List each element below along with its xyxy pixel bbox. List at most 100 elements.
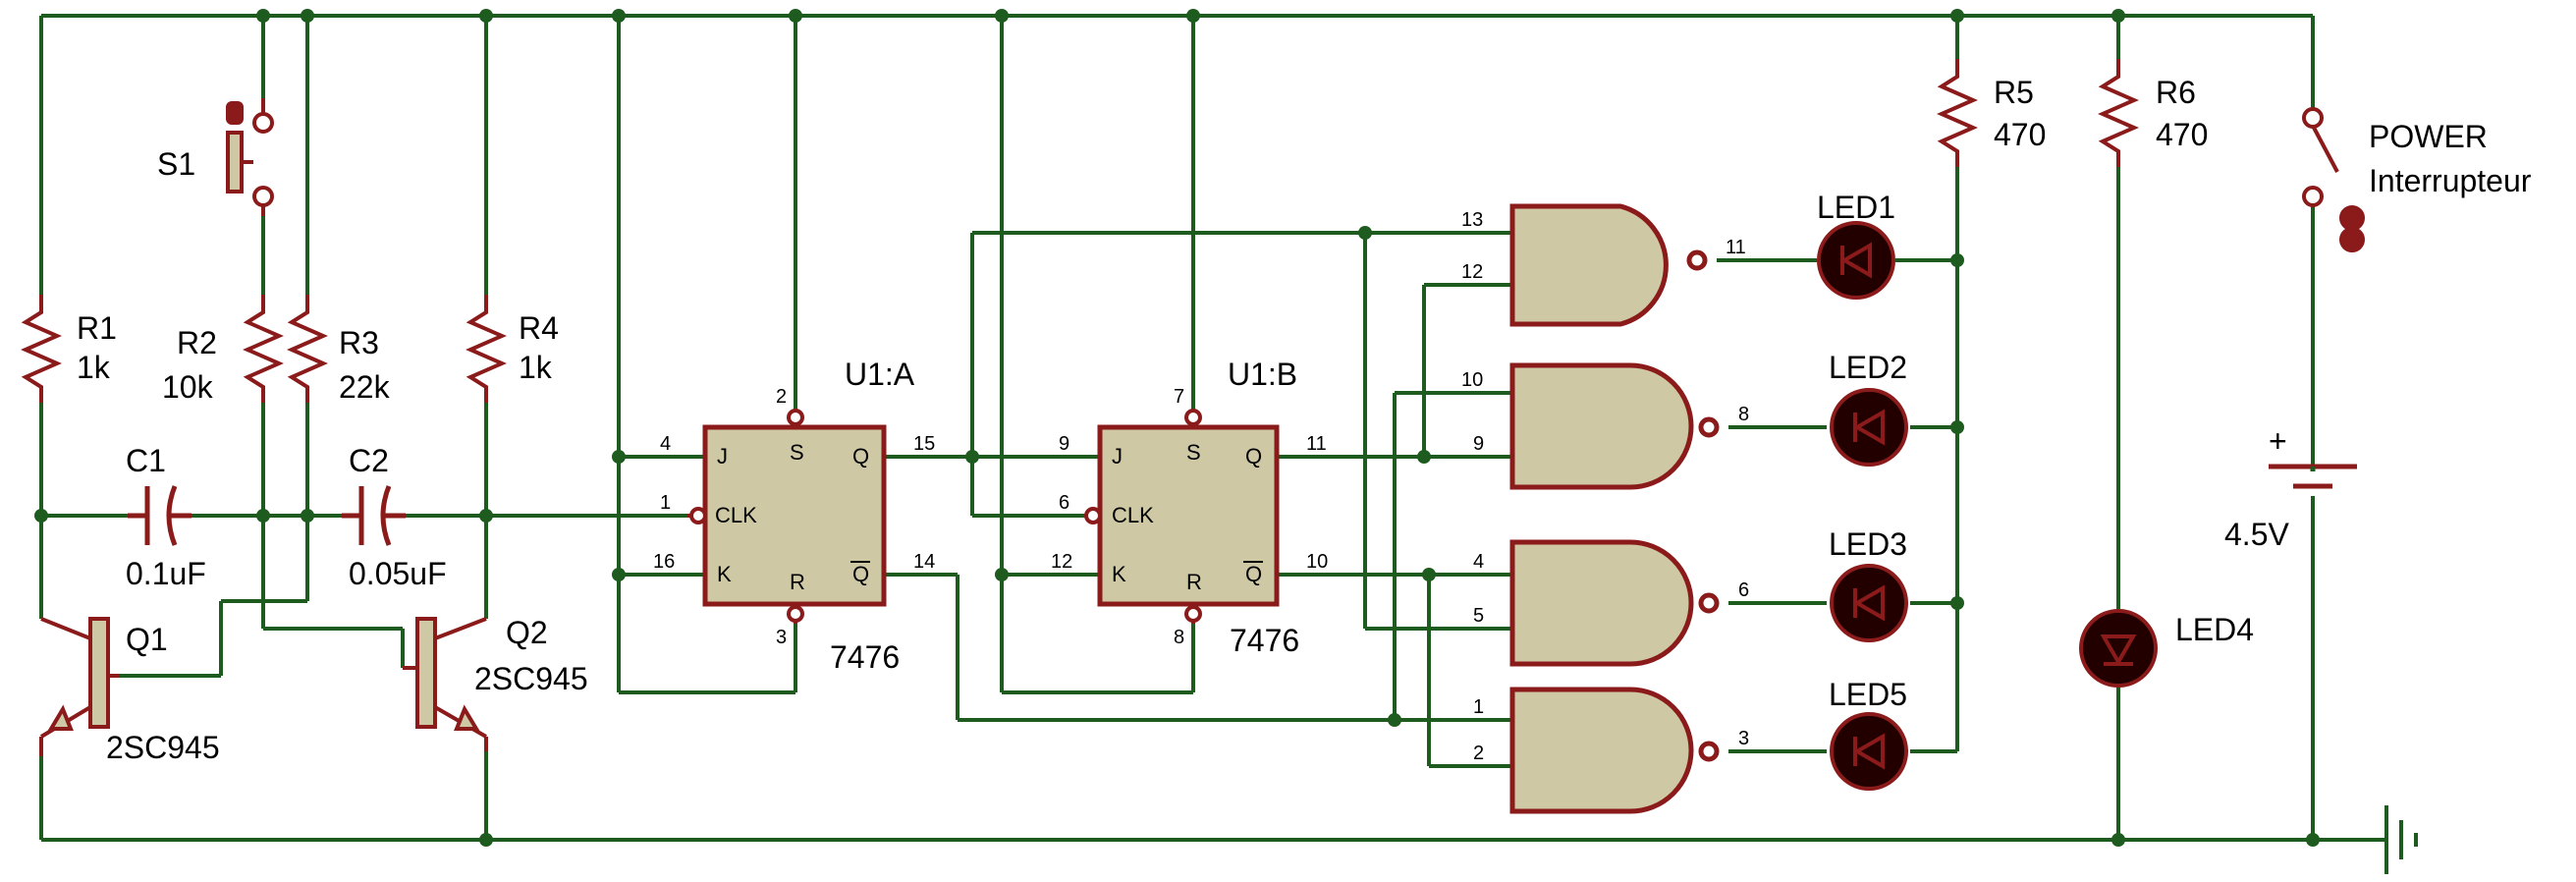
u1a-pin16: 16 xyxy=(653,551,675,573)
transistor-q1 xyxy=(39,617,120,756)
q2-value: 2SC945 xyxy=(474,661,588,696)
led1-label: LED1 xyxy=(1817,190,1895,225)
resistor-r1 xyxy=(21,295,62,403)
u1a-q: Q xyxy=(852,444,869,469)
led-4 xyxy=(2079,609,2158,688)
g2-pin10: 10 xyxy=(1461,369,1483,391)
gate-pin-labels: 13 12 11 10 9 8 4 5 6 1 2 3 xyxy=(1461,209,1749,764)
u1a-pin1: 1 xyxy=(660,492,671,514)
led2-label: LED2 xyxy=(1829,350,1907,385)
resistor-r2 xyxy=(243,295,284,403)
nand-gate-2 xyxy=(1509,362,1720,490)
led-2 xyxy=(1830,388,1908,467)
u1a-pin2: 2 xyxy=(776,386,787,408)
u1b-pin10: 10 xyxy=(1306,551,1328,573)
r3-label: R3 xyxy=(339,325,379,360)
u1b-pin12: 12 xyxy=(1051,551,1072,573)
nand-gate-1 xyxy=(1509,203,1708,327)
u1a-s: S xyxy=(790,440,804,465)
capacitors xyxy=(128,485,406,546)
led5-label: LED5 xyxy=(1829,677,1907,712)
power-switch xyxy=(2302,107,2365,252)
u1a-k: K xyxy=(717,562,732,586)
g3-pin5: 5 xyxy=(1473,605,1484,627)
u1a-value: 7476 xyxy=(830,639,900,675)
nand-gates xyxy=(1509,203,1720,814)
u1a-label: U1:A xyxy=(845,357,915,392)
resistor-r3 xyxy=(287,295,328,403)
u1a-pin4: 4 xyxy=(660,433,671,455)
u1b-pin6: 6 xyxy=(1059,492,1069,514)
u1a-pin15: 15 xyxy=(913,433,935,455)
q2-label: Q2 xyxy=(506,615,548,650)
nand-gate-4 xyxy=(1509,687,1720,814)
g2-pin9: 9 xyxy=(1473,433,1484,455)
g3-pin6: 6 xyxy=(1738,579,1749,601)
battery xyxy=(2269,464,2357,489)
u1a-qbar: Q xyxy=(852,562,869,586)
r5-value: 470 xyxy=(1994,117,2046,152)
u1b-pin11: 11 xyxy=(1306,433,1327,455)
c1-label: C1 xyxy=(126,443,166,478)
resistor-r6 xyxy=(2098,59,2139,167)
g4-pin2: 2 xyxy=(1473,743,1484,764)
u1a-pin14: 14 xyxy=(913,551,935,573)
u1b-q: Q xyxy=(1245,444,1262,469)
u1b-k: K xyxy=(1112,562,1126,586)
r2-value: 10k xyxy=(162,369,214,405)
leds xyxy=(1817,221,2158,791)
transistor-q2 xyxy=(403,617,488,751)
resistor-r5 xyxy=(1937,59,1978,167)
u1b-pin7: 7 xyxy=(1174,386,1184,408)
power-label: POWER xyxy=(2369,119,2488,154)
r1-label: R1 xyxy=(77,310,117,346)
led-3 xyxy=(1830,564,1908,642)
u1a-j: J xyxy=(717,444,728,469)
r4-value: 1k xyxy=(519,350,553,385)
led-5 xyxy=(1830,712,1908,791)
g2-pin8: 8 xyxy=(1738,404,1749,425)
capacitor-c2 xyxy=(342,485,406,546)
c2-value: 0.05uF xyxy=(349,556,447,591)
u1b-value: 7476 xyxy=(1230,623,1299,658)
u1b-pin-labels: J S Q CLK K R Q 9 7 11 6 12 8 10 xyxy=(1051,386,1328,648)
capacitor-c1 xyxy=(128,485,192,546)
r1-value: 1k xyxy=(77,350,111,385)
q1-label: Q1 xyxy=(126,622,168,657)
g4-pin3: 3 xyxy=(1738,728,1749,749)
s1-label: S1 xyxy=(157,146,195,182)
g1-pin12: 12 xyxy=(1461,261,1483,283)
flip-flop-u1a xyxy=(687,409,887,624)
u1a-clk: CLK xyxy=(715,503,757,527)
u1b-s: S xyxy=(1186,440,1201,465)
u1a-pin-labels: J S Q CLK K R Q 4 2 15 1 16 3 14 xyxy=(653,386,935,648)
power-sublabel: Interrupteur xyxy=(2369,163,2532,198)
nand-gate-3 xyxy=(1509,539,1720,667)
g4-pin1: 1 xyxy=(1473,696,1484,718)
r6-label: R6 xyxy=(2156,75,2196,110)
u1b-label: U1:B xyxy=(1228,357,1297,392)
c1-value: 0.1uF xyxy=(126,556,206,591)
u1b-qbar: Q xyxy=(1245,562,1262,586)
u1a-r: R xyxy=(790,570,805,594)
flip-flop-u1b xyxy=(1084,409,1280,624)
resistor-r4 xyxy=(466,295,507,403)
r2-label: R2 xyxy=(177,325,217,360)
component-labels: R1 1k R2 10k R3 22k R4 1k S1 C1 0.1uF C2… xyxy=(77,75,2532,765)
u1b-pin9: 9 xyxy=(1059,433,1069,455)
u1a-pin3: 3 xyxy=(776,627,787,648)
r3-value: 22k xyxy=(339,369,391,405)
junctions xyxy=(34,9,2320,847)
pushbutton-s1 xyxy=(226,98,274,216)
c2-label: C2 xyxy=(349,443,389,478)
g1-pin11: 11 xyxy=(1726,237,1746,258)
u1b-clk: CLK xyxy=(1112,503,1154,527)
transistors xyxy=(39,617,488,756)
led4-label: LED4 xyxy=(2175,612,2254,647)
ground-symbol xyxy=(2367,805,2418,874)
u1b-r: R xyxy=(1186,570,1202,594)
battery-plus: + xyxy=(2269,423,2287,459)
u1b-j: J xyxy=(1112,444,1123,469)
resistors xyxy=(21,59,2139,403)
r6-value: 470 xyxy=(2156,117,2208,152)
